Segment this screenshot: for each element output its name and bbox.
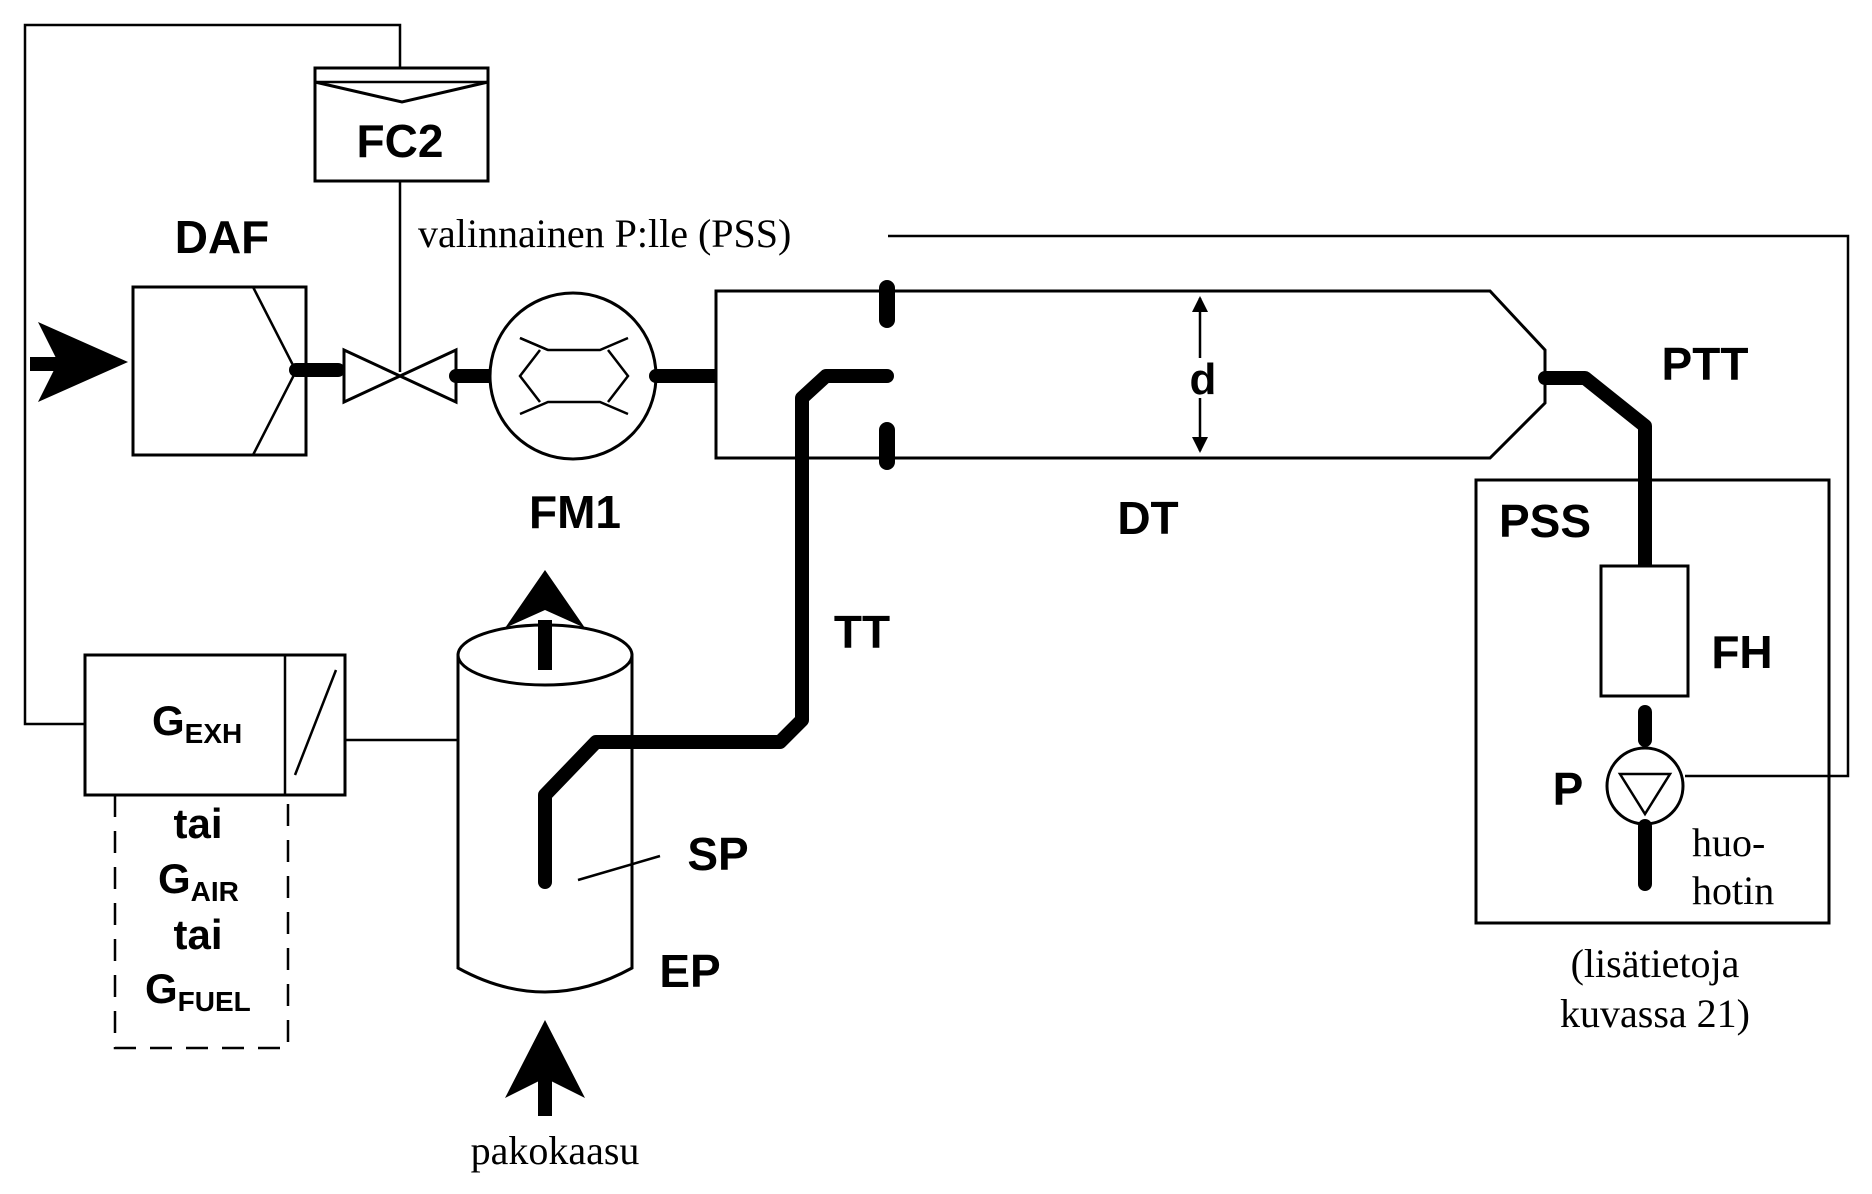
alternatives-dashed-box <box>113 795 290 1050</box>
ptt-label: PTT <box>1662 338 1749 390</box>
daf-label: DAF <box>175 211 270 263</box>
g-exh-base: G <box>152 697 185 744</box>
g-exh-sub: EXH <box>185 718 243 749</box>
more-info-text-2: kuvassa 21) <box>1560 991 1750 1036</box>
transfer-tube <box>538 369 894 889</box>
gexh-measurement-box <box>83 653 347 797</box>
or-label-1: tai <box>173 800 222 847</box>
exhaust-in-arrow-icon <box>505 1020 585 1116</box>
dilution-air-text-2: hotin <box>1692 868 1774 913</box>
sp-label: SP <box>687 828 748 880</box>
dilution-air-text-1: huo- <box>1692 820 1765 865</box>
signal-line-left-loop <box>23 23 402 726</box>
g-air-sub: AIR <box>191 876 239 907</box>
tt-label: TT <box>834 606 890 658</box>
fc2-label: FC2 <box>357 115 444 167</box>
or-label-2: tai <box>173 911 222 958</box>
p-label: P <box>1553 763 1584 815</box>
dt-label: DT <box>1117 492 1178 544</box>
pss-label: PSS <box>1499 495 1591 547</box>
exhaust-gas-label: pakokaasu <box>471 1128 640 1173</box>
daf-filter <box>131 285 308 457</box>
g-air-base: G <box>158 855 191 902</box>
dilution-tunnel <box>714 289 1547 460</box>
ptt-tube <box>1538 371 1652 573</box>
exhaust-out-arrow-icon <box>505 570 585 670</box>
more-info-text-1: (lisätietoja <box>1571 941 1740 986</box>
dilution-air-inlet-arrow-icon <box>30 322 128 402</box>
fm1-flow-meter <box>488 291 658 461</box>
ep-label: EP <box>659 945 720 997</box>
g-fuel-sub: FUEL <box>178 986 251 1017</box>
svg-text:GFUEL: GFUEL <box>145 965 251 1017</box>
fh-label: FH <box>1711 626 1772 678</box>
g-fuel-base: G <box>145 965 178 1012</box>
sp-leader-line <box>577 854 661 882</box>
fc2-flow-controller: FC2 <box>313 66 490 183</box>
fm1-label: FM1 <box>529 486 621 538</box>
svg-text:GAIR: GAIR <box>158 855 239 907</box>
optional-signal-line <box>888 234 1850 778</box>
fh-filter-holder <box>1599 564 1690 698</box>
pump-icon <box>1605 746 1685 826</box>
d-label: d <box>1190 355 1217 404</box>
svg-text:GEXH: GEXH <box>152 697 242 749</box>
pss-box <box>1474 478 1831 925</box>
optional-note: valinnainen P:lle (PSS) <box>418 211 791 256</box>
